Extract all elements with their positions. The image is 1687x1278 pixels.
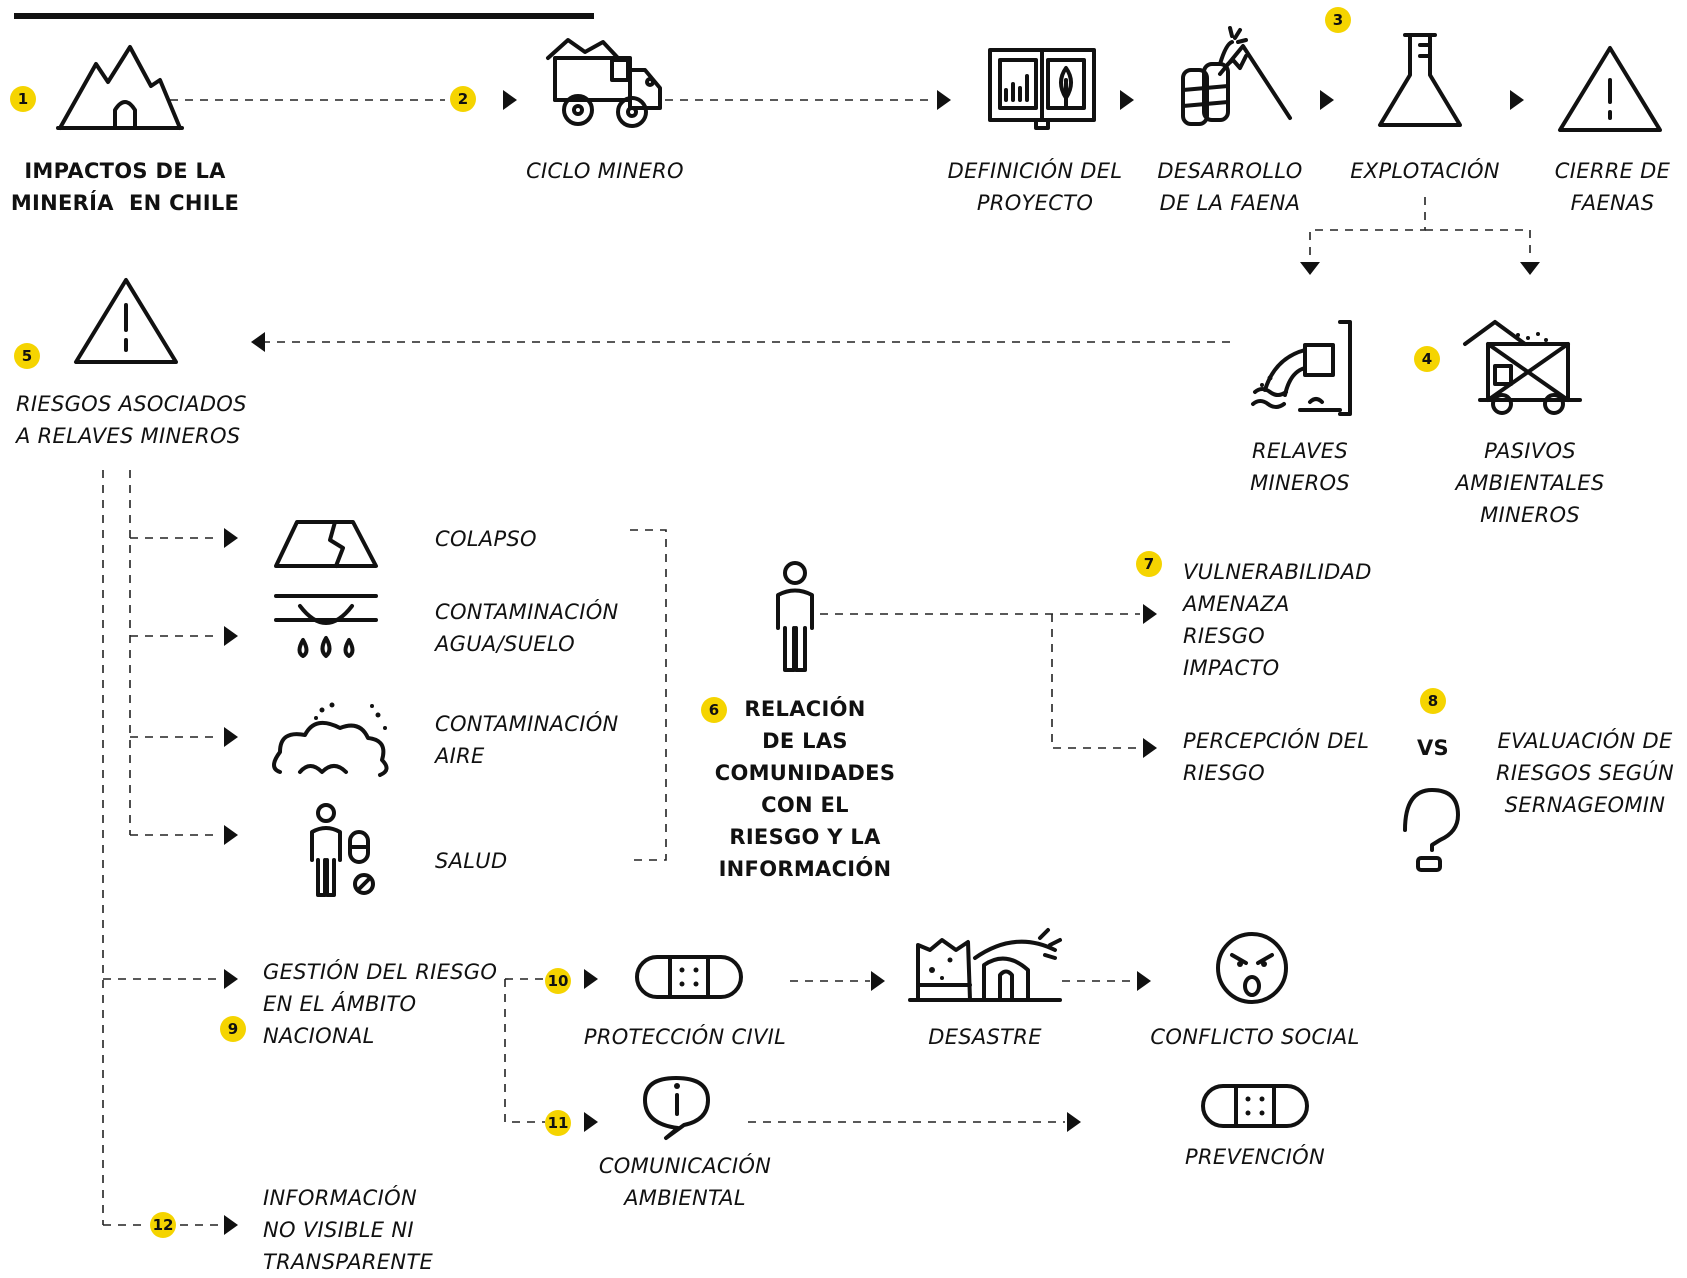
label-percepcion: PERCEPCIÓN DEL RIESGO	[1183, 729, 1370, 785]
label-relacion-comunidades: RELACIÓN DE LAS COMUNIDADES CON EL RIESG…	[714, 697, 896, 881]
flask-icon	[1378, 33, 1462, 127]
label-contaminacion-aire: CONTAMINACIÓN AIRE	[435, 712, 619, 768]
label-informacion: INFORMACIÓN NO VISIBLE NI TRANSPARENTE	[263, 1186, 434, 1274]
label-colapso: COLAPSO	[435, 527, 537, 551]
label-pasivos: PASIVOS AMBIENTALES MINEROS	[1455, 439, 1605, 527]
badge-1: 1	[10, 86, 36, 112]
badge-10: 10	[545, 968, 571, 994]
label-comunicacion-ambiental: COMUNICACIÓN AMBIENTAL	[598, 1154, 772, 1210]
label-evaluacion: EVALUACIÓN DE RIESGOS SEGÚN SERNAGEOMIN	[1495, 729, 1675, 817]
bandage-icon	[635, 955, 743, 999]
badge-6: 6	[701, 697, 727, 723]
label-prevencion: PREVENCIÓN	[1185, 1145, 1325, 1169]
badge-8: 8	[1420, 688, 1446, 714]
dam-break-icon	[908, 928, 1062, 1002]
label-gestion-riesgo: GESTIÓN DEL RIESGO EN EL ÁMBITO NACIONAL	[263, 960, 498, 1048]
mountain-mine-icon	[56, 45, 184, 130]
label-contaminacion-agua: CONTAMINACIÓN AGUA/SUELO	[435, 600, 619, 656]
project-book-icon	[988, 48, 1096, 130]
dump-truck-icon	[546, 38, 662, 128]
badge-12: 12	[150, 1212, 176, 1238]
label-ciclo-minero: CICLO MINERO	[526, 159, 684, 183]
mine-cart-icon	[1463, 320, 1582, 415]
badge-3: 3	[1325, 7, 1351, 33]
label-proteccion-civil: PROTECCIÓN CIVIL	[583, 1025, 787, 1049]
arrowheads	[224, 90, 1540, 1235]
warning-icon-riesgos	[74, 278, 178, 364]
label-salud: SALUD	[435, 849, 508, 873]
badge-9: 9	[220, 1016, 246, 1042]
warning-icon	[1558, 46, 1662, 132]
label-desarrollo: DESARROLLO DE LA FAENA	[1157, 159, 1303, 215]
connector-lines	[102, 99, 1531, 1226]
info-bubble-icon	[643, 1076, 710, 1140]
label-vs: VS	[1417, 736, 1449, 760]
badge-11: 11	[545, 1110, 571, 1136]
air-pollution-icon	[272, 702, 389, 777]
dynamite-mountain-icon	[1181, 26, 1292, 126]
label-riesgos-asociados: RIESGOS ASOCIADOS A RELAVES MINEROS	[16, 392, 247, 448]
question-mark-icon	[1403, 788, 1460, 872]
angry-face-icon	[1216, 932, 1288, 1004]
label-desastre: DESASTRE	[928, 1025, 1042, 1049]
top-rule	[14, 13, 594, 19]
cracked-ground-icon	[274, 520, 378, 568]
label-vulnerabilidad: VULNERABILIDAD AMENAZA RIESGO IMPACTO	[1183, 560, 1372, 680]
badge-7: 7	[1136, 551, 1162, 577]
label-conflicto-social: CONFLICTO SOCIAL	[1150, 1025, 1360, 1049]
title-line-1: IMPACTOS DE LA	[24, 159, 226, 183]
badge-4: 4	[1414, 346, 1440, 372]
badge-5: 5	[14, 343, 40, 369]
title-line-2: MINERÍA EN CHILE	[10, 191, 240, 215]
label-relaves: RELAVES MINEROS	[1250, 439, 1350, 495]
label-explotacion: EXPLOTACIÓN	[1350, 159, 1500, 183]
bandage-icon-prevencion	[1201, 1084, 1309, 1128]
person-icon	[776, 561, 814, 672]
badge-2: 2	[450, 86, 476, 112]
person-medicine-icon	[310, 803, 375, 897]
contaminated-soil-icon	[274, 594, 378, 658]
label-definicion: DEFINICIÓN DEL PROYECTO	[947, 159, 1123, 215]
label-cierre: CIERRE DE FAENAS	[1554, 159, 1671, 215]
tailings-pipe-icon	[1251, 320, 1352, 416]
